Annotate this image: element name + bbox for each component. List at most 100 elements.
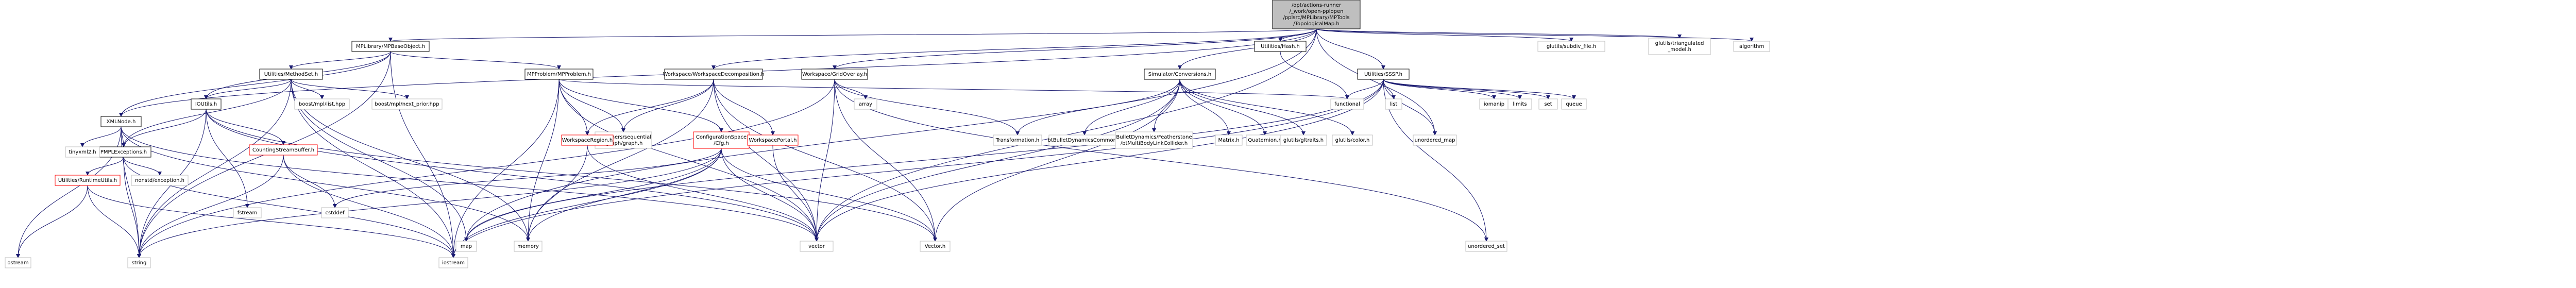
node-root[interactable]: /opt/actions-runner/_work/open-pplopen/p… — [1272, 0, 1361, 29]
node-xmlnode[interactable]: XMLNode.h — [100, 116, 142, 127]
edge-wsgrid-to-transformation — [834, 79, 1020, 135]
edge-wsregion-to-memory — [526, 145, 588, 242]
node-limits[interactable]: limits — [1507, 98, 1532, 110]
node-noexcept[interactable]: nonstd/exception.h — [131, 175, 189, 186]
node-wsdecomp[interactable]: Workspace/WorkspaceDecomposition.h — [663, 69, 765, 80]
node-runtimeutils[interactable]: Utilities/RuntimeUtils.h — [55, 175, 121, 186]
node-unordered_map[interactable]: unordered_map — [1413, 134, 1457, 146]
node-set[interactable]: set — [1538, 98, 1558, 110]
edge-root-to-unordered_map — [1316, 28, 1437, 135]
edge-mpbaseobject-to-methodset — [289, 51, 391, 70]
node-algorithm[interactable]: algorithm — [1733, 41, 1770, 52]
node-iostream[interactable]: iostream — [438, 257, 468, 268]
edge-cspace-to-string — [137, 148, 722, 258]
node-cstddef[interactable]: cstddef — [321, 207, 349, 218]
node-cspace[interactable]: ConfigurationSpace/Cfg.h — [693, 131, 750, 149]
node-label-runtimeutils-0: Utilities/RuntimeUtils.h — [58, 178, 117, 183]
node-string[interactable]: string — [127, 257, 151, 268]
node-mplist[interactable]: boost/mpl/list.hpp — [294, 98, 350, 110]
edge-conversions-to-glucolor — [1179, 79, 1354, 135]
node-box-limits — [1507, 98, 1532, 110]
node-label-mpnext-0: boost/mpl/next_prior.hpp — [375, 101, 439, 107]
node-map[interactable]: map — [455, 241, 477, 252]
node-wsregion[interactable]: WorkspaceRegion.h — [561, 134, 614, 146]
node-iomanip[interactable]: iomanip — [1479, 98, 1509, 110]
graph-nodes: /opt/actions-runner/_work/open-pplopen/p… — [5, 0, 1770, 268]
edge-sssp-to-set — [1383, 79, 1550, 99]
node-label-ostream-0: ostream — [7, 260, 28, 266]
edge-runtimeutils-to-ostream — [16, 185, 88, 258]
node-fstream[interactable]: fstream — [233, 207, 262, 218]
node-label-list-0: list — [1390, 101, 1398, 107]
edge-methodset-to-iostream — [291, 79, 455, 258]
node-box-noexcept — [131, 175, 189, 186]
node-tinyxml2[interactable]: tinyxml2.h — [65, 146, 100, 158]
node-label-root-3: /TopologicalMap.h — [1293, 21, 1339, 27]
edge-wsgrid-to-array — [834, 79, 868, 99]
node-box-xmlnode — [100, 116, 142, 127]
node-hash[interactable]: Utilities/Hash.h — [1254, 41, 1307, 52]
edge-conversions-to-transformation — [1015, 79, 1180, 135]
node-ostream[interactable]: ostream — [5, 257, 31, 268]
node-btfeather[interactable]: BulletDynamics/Featherstone/btMultiBodyL… — [1115, 131, 1193, 149]
node-mpbaseobject[interactable]: MPLibrary/MPBaseObject.h — [351, 41, 430, 52]
node-array[interactable]: array — [854, 98, 877, 110]
node-box-wsgrid — [801, 69, 868, 80]
edge-wsdecomp-to-vector3 — [713, 79, 937, 242]
node-transformation[interactable]: Transformation.h — [993, 134, 1042, 146]
edge-mpproblem-to-iostream — [451, 79, 560, 258]
node-wsportal[interactable]: WorkspacePortal.h — [747, 134, 799, 146]
edge-wsdecomp-to-vector — [713, 79, 819, 242]
node-mpnext[interactable]: boost/mpl/next_prior.hpp — [371, 98, 443, 110]
graph-edges — [16, 28, 1754, 258]
node-pmplexceptions[interactable]: PMPLExceptions.h — [96, 146, 151, 158]
node-functional[interactable]: functional — [1330, 98, 1364, 110]
node-label-root-1: /_work/open-pplopen — [1290, 9, 1344, 14]
node-queue[interactable]: queue — [1561, 98, 1587, 110]
node-box-glutraits — [1280, 134, 1327, 146]
edge-root-to-mpbaseobject — [389, 28, 1317, 42]
node-vector3[interactable]: Vector.h — [920, 241, 951, 252]
edge-sssp-to-unordered_map — [1383, 79, 1437, 135]
node-methodset[interactable]: Utilities/MethodSet.h — [259, 69, 323, 80]
edge-sssp-to-iomanip — [1383, 79, 1496, 99]
node-ioutils[interactable]: IOUtils.h — [191, 98, 222, 110]
node-box-tinyxml2 — [65, 146, 100, 158]
edge-root-to-sssp — [1316, 28, 1385, 70]
edge-mpproblem-to-cspace — [558, 79, 723, 132]
node-wsgrid[interactable]: Workspace/GridOverlay.h — [801, 69, 868, 80]
node-unordered_set[interactable]: unordered_set — [1465, 241, 1507, 252]
node-label-conversions-0: Simulator/Conversions.h — [1148, 72, 1211, 77]
node-glut_triangulated[interactable]: glutils/triangulated_model.h — [1648, 38, 1711, 55]
node-label-btcommon-0: btBulletDynamicsCommon.h — [1048, 138, 1122, 143]
node-box-mpnext — [371, 98, 443, 110]
edge-cspace-to-cstddef — [333, 148, 722, 208]
node-vector[interactable]: vector — [800, 241, 834, 252]
node-matrix[interactable]: Matrix.h — [1215, 134, 1243, 146]
node-countingstreambuf[interactable]: CountingStreamBuffer.h — [249, 144, 318, 156]
edge-cspace-to-vector — [721, 148, 819, 242]
node-quaternion[interactable]: Quaternion.h — [1246, 134, 1284, 146]
edge-countingstreambuf-to-iostream — [283, 155, 455, 258]
node-memory[interactable]: memory — [514, 241, 543, 252]
node-box-countingstreambuf — [249, 144, 318, 156]
node-box-hash — [1254, 41, 1307, 52]
node-glucolor[interactable]: glutils/color.h — [1332, 134, 1373, 146]
node-label-wsportal-0: WorkspacePortal.h — [749, 138, 797, 143]
node-btcommon[interactable]: btBulletDynamicsCommon.h — [1048, 134, 1122, 146]
node-mpproblem[interactable]: MPProblem/MPProblem.h — [524, 69, 594, 80]
edge-sssp-to-queue — [1383, 79, 1576, 99]
node-sssp[interactable]: Utilities/SSSP.h — [1357, 69, 1410, 80]
edge-wsdecomp-to-wsregion — [585, 79, 714, 135]
node-glut_subdiv[interactable]: glutils/subdiv_file.h — [1537, 41, 1605, 52]
node-conversions[interactable]: Simulator/Conversions.h — [1144, 69, 1216, 80]
edge-sssp-to-map — [464, 79, 1384, 242]
node-label-pmplexceptions-0: PMPLExceptions.h — [100, 149, 147, 155]
node-label-vector-0: vector — [808, 244, 825, 249]
node-label-methodset-0: Utilities/MethodSet.h — [264, 72, 318, 77]
node-box-functional — [1330, 98, 1364, 110]
edge-sssp-to-iostream — [451, 79, 1384, 258]
node-containers[interactable]: containers/sequential/graph/graph.h — [595, 131, 652, 149]
node-glutraits[interactable]: glutils/gltraits.h — [1280, 134, 1327, 146]
node-list[interactable]: list — [1385, 98, 1402, 110]
